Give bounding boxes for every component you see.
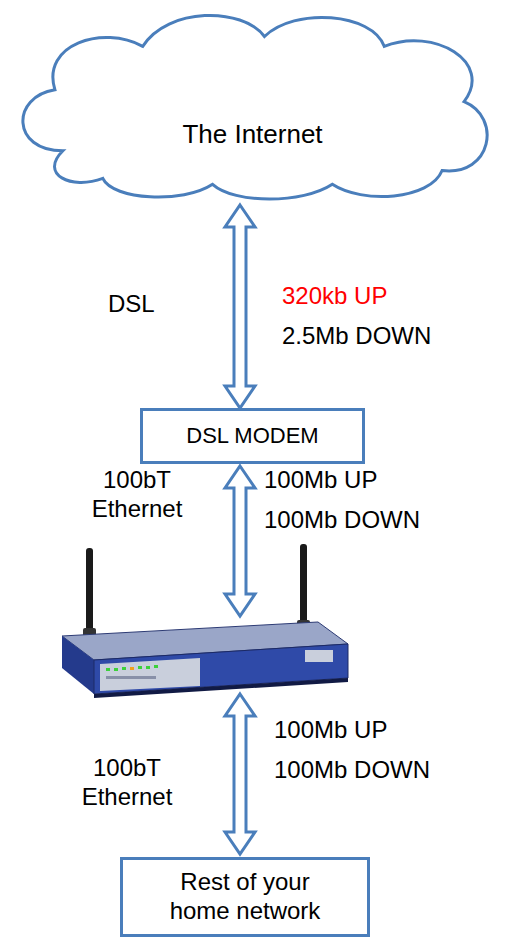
double-arrow xyxy=(225,694,255,854)
link-label: 320kb UP xyxy=(282,282,387,311)
link-label: 100bT Ethernet xyxy=(52,754,202,812)
link-label: 100Mb DOWN xyxy=(264,506,420,535)
link-label: 100bT Ethernet xyxy=(62,466,212,524)
modem-box: DSL MODEM xyxy=(140,408,365,464)
double-arrow xyxy=(225,205,255,408)
node-text: The Internet xyxy=(182,119,322,150)
link-label: 100Mb DOWN xyxy=(274,756,430,785)
edge-label: DSL xyxy=(108,290,155,319)
link-label: 2.5Mb DOWN xyxy=(282,322,431,351)
router-illustration xyxy=(62,544,348,698)
double-arrow xyxy=(225,466,255,616)
node-text: Rest of your home network xyxy=(163,868,327,926)
network-box: Rest of your home network xyxy=(120,857,370,937)
internet-cloud: The Internet xyxy=(3,3,502,205)
cloud-outline xyxy=(3,3,502,205)
link-label: 100Mb UP xyxy=(274,716,387,745)
link-label: 100Mb UP xyxy=(264,466,377,495)
node-text: DSL MODEM xyxy=(186,423,318,449)
